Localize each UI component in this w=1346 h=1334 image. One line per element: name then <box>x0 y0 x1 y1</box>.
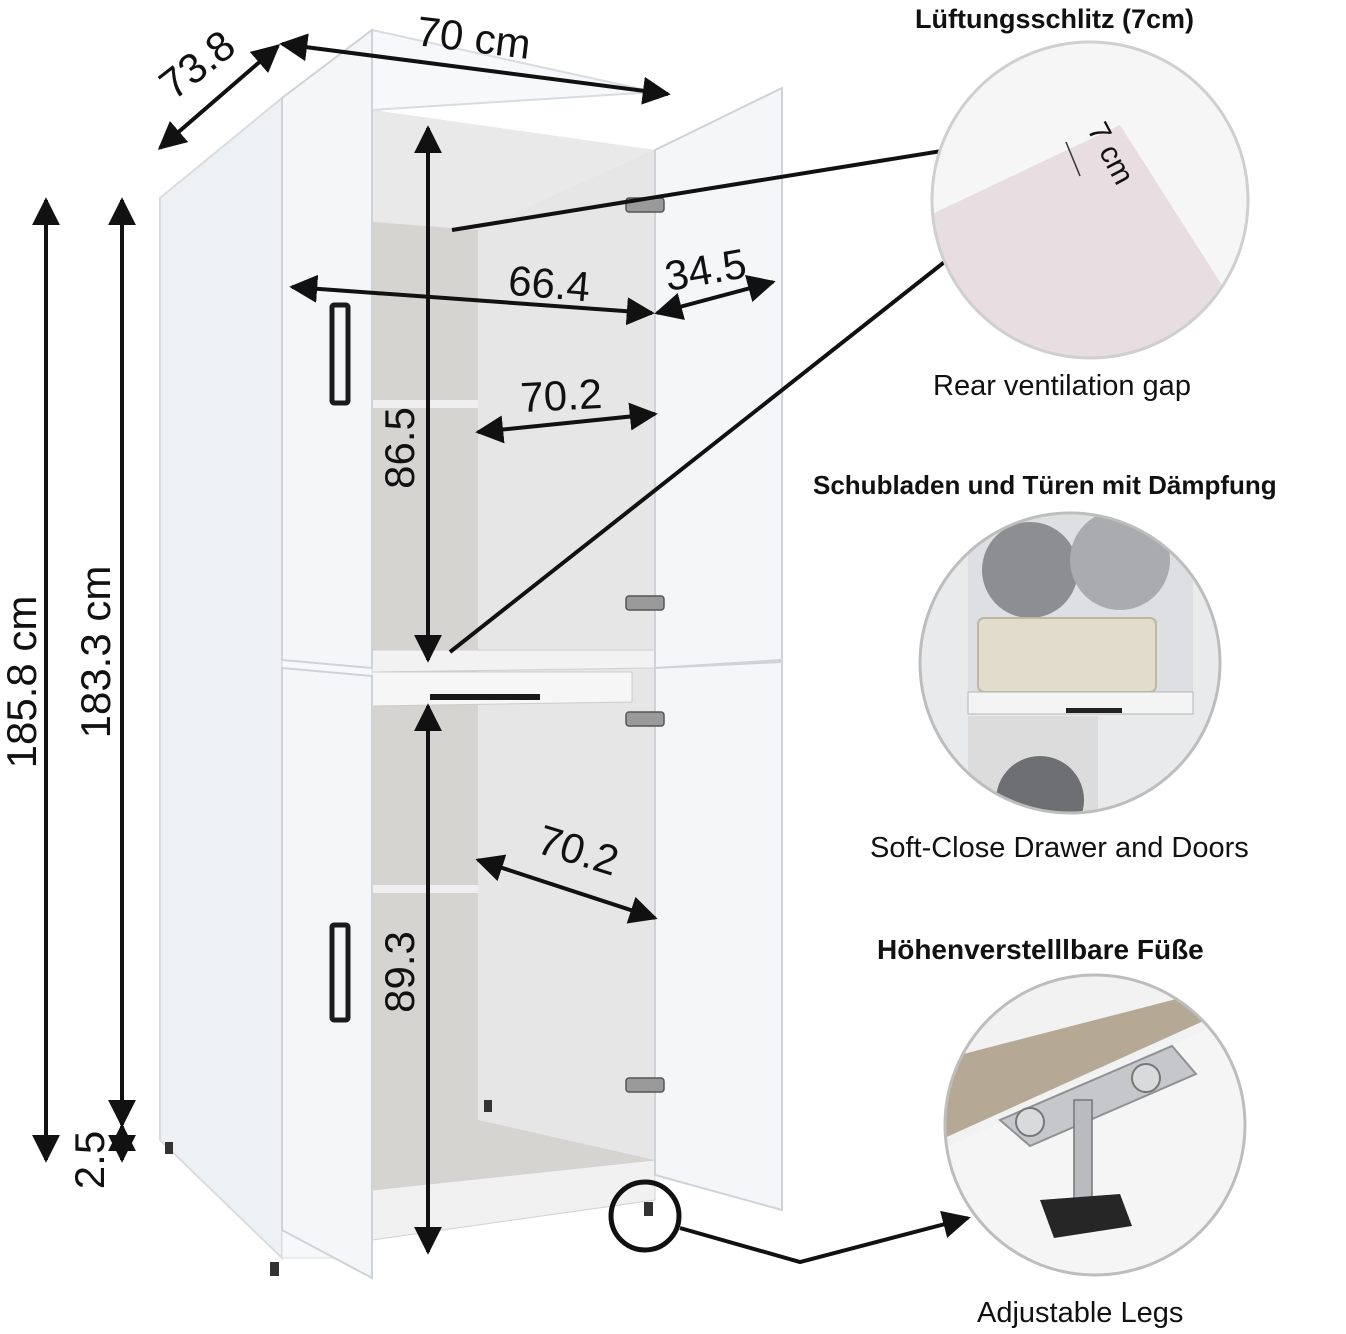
lower-shelf <box>372 885 478 893</box>
cabinet-foot <box>644 1202 653 1216</box>
upper-shelf <box>372 400 478 408</box>
pull-out-drawer <box>371 671 633 707</box>
cabinet <box>159 27 783 1280</box>
arrow-inner-width-top <box>289 274 655 326</box>
vent-caption: Rear ventilation gap <box>933 370 1191 402</box>
right-upper-door <box>654 86 783 670</box>
cabinet-side-panel <box>159 95 283 1261</box>
middle-shelf <box>371 649 656 673</box>
washing-machine-drum <box>982 522 1078 618</box>
soft-close-caption: Soft-Close Drawer and Doors <box>870 832 1249 864</box>
drawer-handle <box>430 694 540 700</box>
leg-foot-pad <box>1040 1194 1132 1238</box>
pointer-vent-top <box>451 134 988 232</box>
soft-close-heading: Schubladen und Türen mit Dämpfung <box>813 470 1277 500</box>
label-body-height: 183.3 cm <box>72 566 119 739</box>
label-upper-shelf-width: 70.2 <box>519 370 603 421</box>
legs-heading: Höhenverstelllbare Füße <box>877 934 1204 965</box>
label-depth: 73.8 <box>150 21 243 108</box>
adjustable-screw <box>1073 1099 1093 1211</box>
label-total-height: 185.8 cm <box>0 596 45 769</box>
top-ceiling <box>372 110 655 230</box>
soft-close-detail-circle <box>918 511 1222 815</box>
left-upper-door <box>281 27 373 670</box>
label-upper-height: 86.5 <box>376 407 423 489</box>
screw-icon <box>1131 1063 1161 1093</box>
arrow-upper-shelf-width <box>475 402 658 444</box>
label-inner-width-top: 66.4 <box>506 257 592 311</box>
leg-highlight-circle <box>608 1179 682 1253</box>
arrow-width <box>279 33 671 105</box>
arrow-lower-shelf-width <box>475 854 658 924</box>
pointer-legs <box>679 1210 971 1265</box>
right-lower-door <box>654 660 783 1212</box>
cabinet-foot <box>270 1262 279 1276</box>
arrow-depth <box>157 44 281 150</box>
label-leg-height: 2.5 <box>66 1131 113 1189</box>
cabinet-foot <box>165 1142 173 1154</box>
arrow-door-width <box>654 274 776 321</box>
legs-detail-circle <box>943 973 1247 1277</box>
vent-heading: Lüftungsschlitz (7cm) <box>915 4 1195 34</box>
legs-caption: Adjustable Legs <box>977 1297 1184 1329</box>
dimension-lines <box>32 33 988 1265</box>
screw-icon <box>1015 1107 1045 1137</box>
label-lower-height: 89.3 <box>376 931 423 1013</box>
left-lower-door <box>281 666 373 1280</box>
left-lower-handle <box>329 922 351 1023</box>
pointer-vent-bottom <box>448 228 988 654</box>
laundry-basket <box>977 617 1157 693</box>
vent-detail-circle: 7 cm <box>930 40 1250 360</box>
cabinet-foot <box>484 1100 492 1112</box>
